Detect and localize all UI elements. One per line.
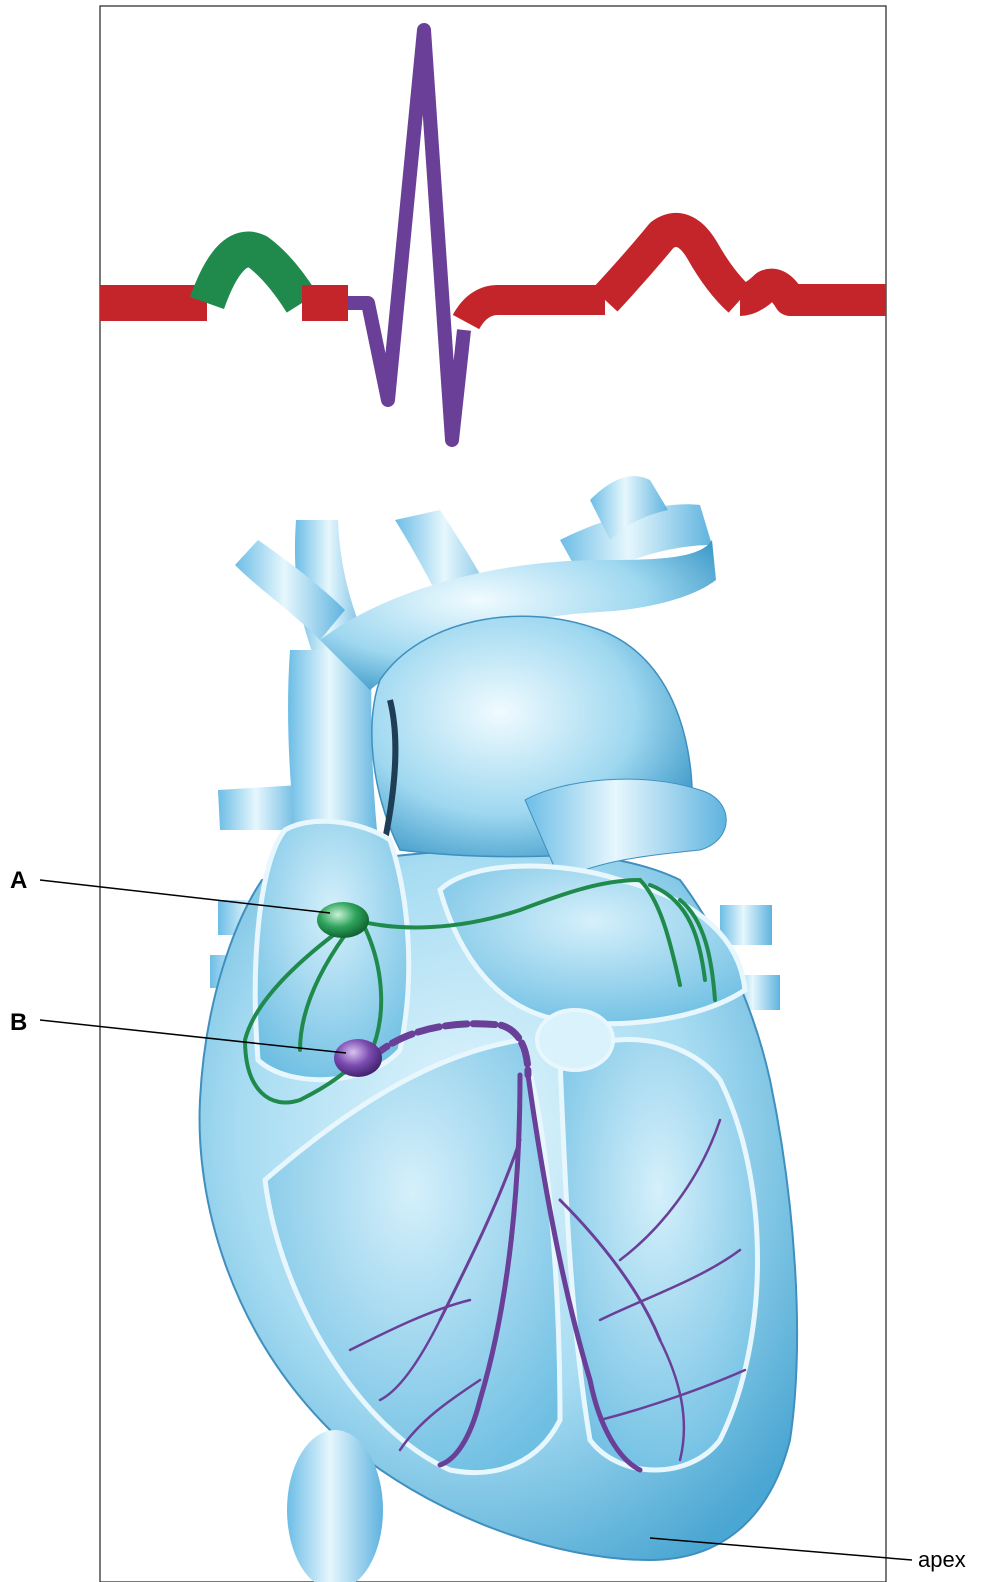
ecg-u-wave xyxy=(740,285,886,300)
sa-node-icon xyxy=(317,902,369,938)
left-ventricle xyxy=(560,1040,758,1470)
av-node-icon xyxy=(334,1039,382,1077)
label-apex: apex xyxy=(918,1547,966,1572)
pulmonary-veins-left xyxy=(218,785,302,830)
label-b: B xyxy=(10,1009,27,1036)
label-a: A xyxy=(10,867,27,894)
mitral-valve xyxy=(537,1010,613,1070)
right-atrium xyxy=(255,821,408,1079)
